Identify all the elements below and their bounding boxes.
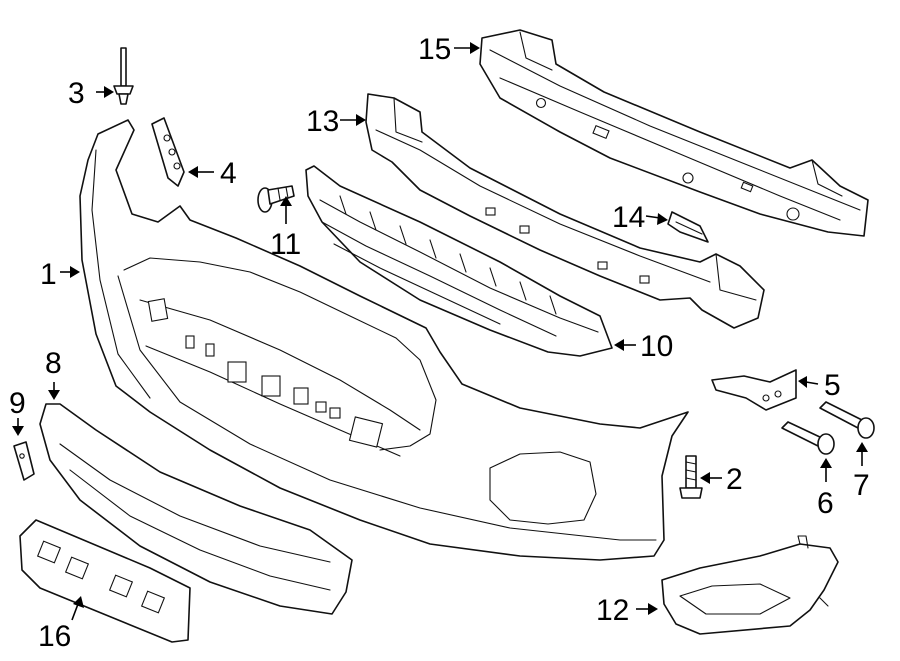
callout-14: 14 — [612, 201, 645, 234]
part-15-reinforcement-beam — [479, 29, 869, 237]
part-8-lower-cover — [39, 403, 353, 615]
callout-13: 13 — [306, 105, 339, 138]
part-3-pin — [113, 47, 134, 105]
callout-6: 6 — [817, 487, 834, 520]
part-9-clip — [13, 441, 35, 481]
callout-5: 5 — [824, 369, 841, 402]
part-1-bumper-cover — [79, 119, 689, 561]
part-14-bracket — [667, 211, 709, 243]
callout-2: 2 — [726, 463, 743, 496]
part-6-bolt — [781, 421, 835, 455]
part-13-energy-absorber — [365, 93, 765, 329]
callout-12: 12 — [596, 594, 629, 627]
callout-8: 8 — [45, 347, 62, 380]
leaders — [12, 42, 868, 621]
callouts: 1 2 3 4 5 6 7 8 9 10 11 12 13 14 15 16 — [9, 33, 870, 653]
callout-11: 11 — [270, 228, 301, 261]
callout-3: 3 — [68, 77, 85, 110]
callout-4: 4 — [220, 157, 237, 190]
part-5-bracket — [711, 369, 797, 411]
part-2-screw — [679, 455, 703, 499]
callout-16: 16 — [38, 620, 71, 653]
part-11-push-clip — [257, 185, 295, 213]
callout-1: 1 — [40, 258, 57, 291]
part-4-side-bracket — [151, 117, 185, 187]
callout-10: 10 — [640, 330, 673, 363]
callout-9: 9 — [9, 387, 26, 420]
part-10-grille — [305, 165, 613, 357]
part-7-bolt — [819, 401, 875, 439]
callout-7: 7 — [853, 469, 870, 502]
callout-15: 15 — [418, 33, 451, 66]
part-16-license-bracket — [19, 519, 191, 643]
part-12-fog-bezel — [661, 535, 839, 635]
